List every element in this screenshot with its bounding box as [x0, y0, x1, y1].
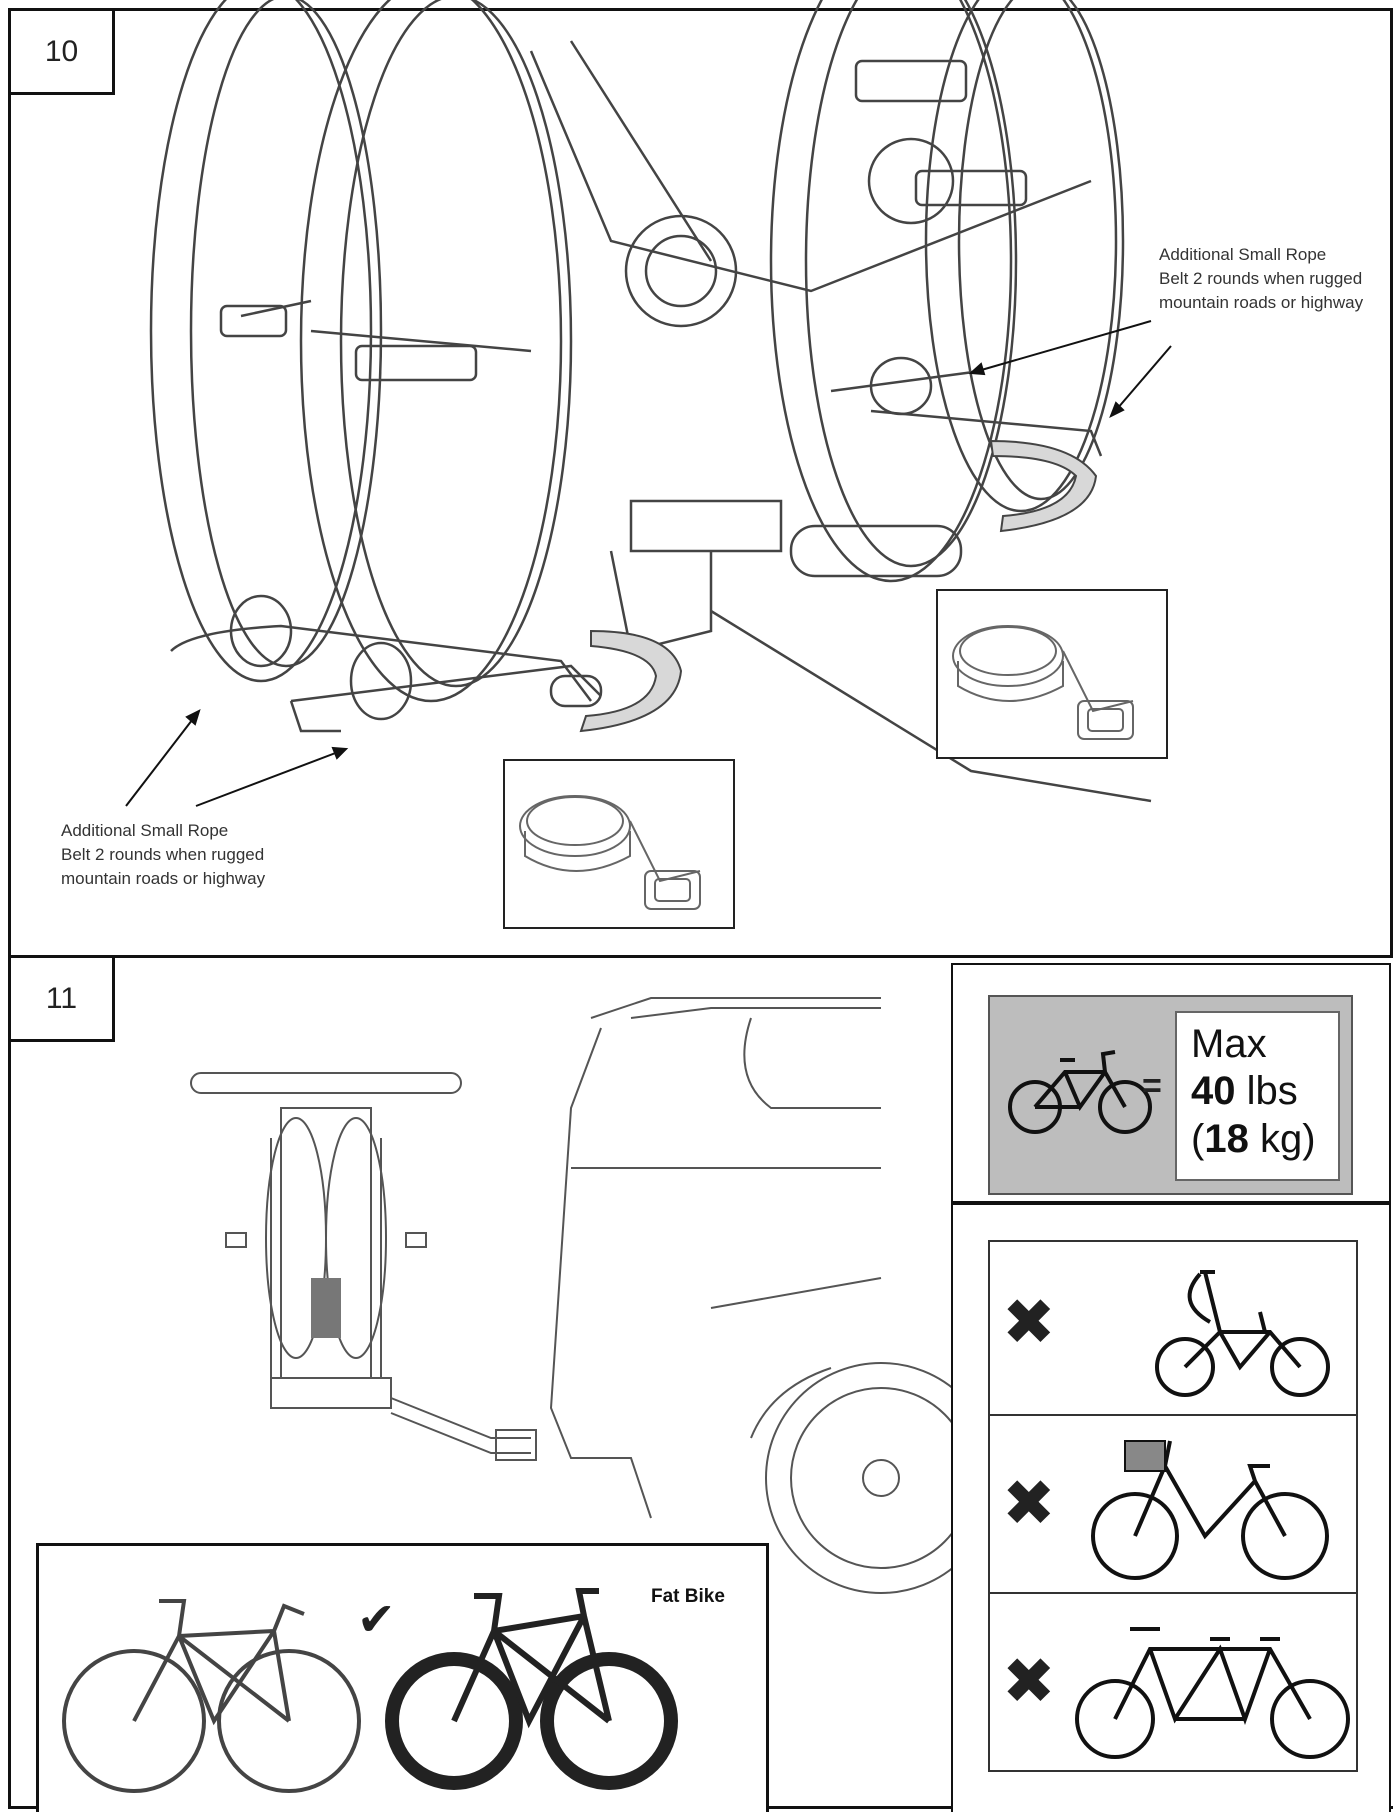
- max-kg-open-paren: (: [1191, 1117, 1205, 1161]
- prohibited-basket-bike-cell: ✖: [988, 1414, 1358, 1594]
- rope-note-left-line2: Belt 2 rounds when rugged: [61, 845, 265, 864]
- cross-mark-icon: ✖: [1002, 1286, 1056, 1358]
- tandem-bike-icon: [1075, 1627, 1350, 1759]
- prohibited-tandem-bike-cell: ✖: [988, 1592, 1358, 1772]
- rope-note-left-line3: mountain roads or highway: [61, 869, 266, 888]
- step-10-panel: 10: [8, 0, 1393, 958]
- max-kg-value: 18: [1204, 1117, 1249, 1161]
- max-kg: (18 kg): [1191, 1115, 1324, 1163]
- strap-icon: [519, 795, 701, 910]
- step-number-11: 11: [11, 958, 115, 1042]
- max-kg-unit: kg): [1259, 1117, 1316, 1161]
- step-number-10: 10: [11, 11, 115, 95]
- allowed-bikes-box: ✔ Fat Bike: [36, 1543, 769, 1812]
- bicycle-icon: [1008, 1050, 1152, 1134]
- fat-bike-icon: [385, 1588, 678, 1790]
- cross-mark-icon: ✖: [1002, 1467, 1056, 1539]
- strap-inset-right: [936, 589, 1168, 759]
- strap-inset-bottom: [503, 759, 735, 929]
- folding-bike-icon: [1155, 1270, 1330, 1397]
- max-weight-label: Max 40 lbs (18 kg): [1175, 1011, 1340, 1181]
- bike-rack-closeup-illustration: [125, 0, 1172, 807]
- rope-note-right: Additional Small Rope Belt 2 rounds when…: [1159, 243, 1363, 315]
- rope-note-left-line1: Additional Small Rope: [61, 821, 229, 840]
- rope-note-right-line1: Additional Small Rope: [1159, 245, 1327, 264]
- prohibited-bikes-box: ✖ ✖ ✖: [951, 1203, 1391, 1812]
- fat-bike-label: Fat Bike: [651, 1586, 725, 1607]
- equals-sign: =: [1142, 1067, 1162, 1105]
- max-weight-gray-panel: = Max 40 lbs (18 kg): [988, 995, 1353, 1195]
- city-bike-with-basket-icon: [1091, 1440, 1329, 1580]
- rope-note-right-line3: mountain roads or highway: [1159, 293, 1364, 312]
- rope-note-left: Additional Small Rope Belt 2 rounds when…: [61, 819, 265, 891]
- road-bike-icon: [62, 1599, 361, 1793]
- rope-note-right-line2: Belt 2 rounds when rugged: [1159, 269, 1363, 288]
- checkmark-icon: ✔: [357, 1593, 396, 1645]
- max-lbs: 40 lbs: [1191, 1067, 1324, 1115]
- step-11-panel: 11: [8, 955, 1393, 1812]
- max-lbs-value: 40: [1191, 1069, 1236, 1113]
- strap-icon: [952, 625, 1134, 740]
- max-label: Max: [1191, 1022, 1267, 1066]
- cross-mark-icon: ✖: [1002, 1645, 1056, 1717]
- prohibited-folding-bike-cell: ✖: [988, 1240, 1358, 1416]
- max-lbs-unit: lbs: [1246, 1069, 1298, 1113]
- max-weight-box: = Max 40 lbs (18 kg): [951, 963, 1391, 1203]
- rack-mounted-on-car-illustration: [190, 997, 997, 1594]
